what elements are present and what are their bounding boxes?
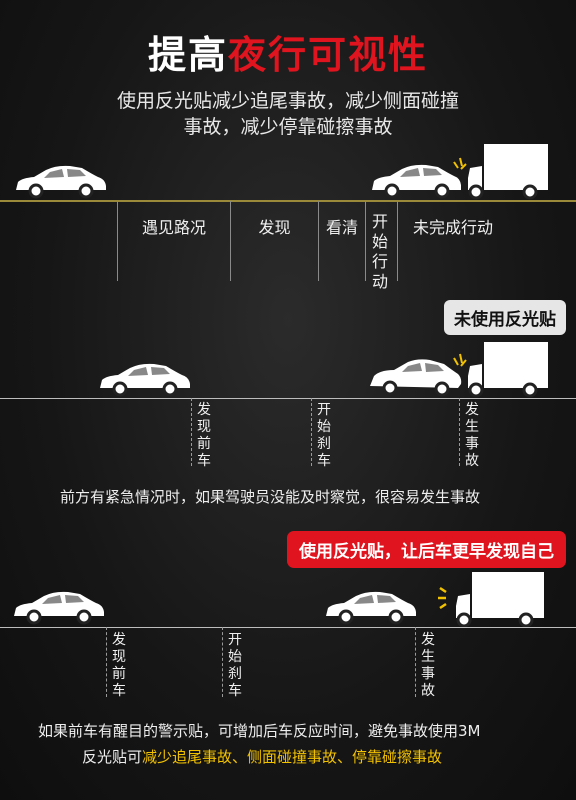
mark-label-vertical: 发生事故 — [465, 402, 479, 469]
timeline-divider — [397, 201, 398, 281]
timeline-divider — [365, 201, 366, 281]
dashed-marker — [311, 398, 313, 466]
dashed-marker — [415, 627, 417, 697]
road-line-2 — [0, 398, 576, 399]
mark-label-vertical: 发现前车 — [197, 402, 211, 469]
truck-reflective-icon — [438, 572, 544, 628]
dashed-marker — [191, 398, 193, 466]
dashed-marker — [459, 398, 461, 466]
mark-label-vertical: 开始刹车 — [317, 402, 331, 469]
caption-prefix: 反光贴可 — [82, 748, 143, 766]
car-icon — [14, 591, 104, 625]
road-line-1 — [0, 200, 576, 202]
stage-label: 遇见路况 — [141, 218, 206, 237]
timeline-divider — [230, 201, 231, 281]
car-icon — [16, 165, 106, 199]
timeline-divider — [318, 201, 319, 281]
no-reflective-caption: 前方有紧急情况时，如果驾驶员没能及时察觉，很容易发生事故 — [60, 488, 481, 506]
mark-label-vertical: 发现前车 — [112, 632, 126, 699]
stage-label: 未完成行动 — [412, 218, 493, 237]
road-line-3 — [0, 627, 576, 628]
crash-car-truck-icon — [370, 342, 548, 398]
car-icon — [100, 363, 190, 397]
page-title: 提高夜行可视性 — [0, 24, 576, 79]
stage-label-vertical: 开始行动 — [371, 212, 388, 291]
reflective-badge: 使用反光贴，让后车更早发现自己 — [287, 531, 566, 568]
subtitle-line2: 事故，减少停靠碰擦事故 — [183, 116, 393, 138]
caption-highlight: 减少追尾事故、侧面碰撞事故、停靠碰擦事故 — [142, 748, 443, 766]
title-red: 夜行可视性 — [228, 33, 429, 77]
stage-label: 看清 — [325, 218, 358, 237]
title-white: 提高 — [147, 33, 228, 77]
dashed-marker — [222, 627, 224, 697]
no-reflective-badge: 未使用反光贴 — [444, 300, 566, 335]
crash-car-truck-icon — [372, 144, 548, 200]
mark-label-vertical: 开始刹车 — [228, 632, 242, 699]
dashed-marker — [106, 627, 108, 697]
car-icon — [326, 591, 416, 625]
mark-label-vertical: 发生事故 — [421, 632, 435, 699]
reflective-caption-line1: 如果前车有醒目的警示贴，可增加后车反应时间，避免事故使用3M — [38, 722, 481, 740]
timeline-divider — [117, 201, 118, 281]
stage-label: 发现 — [258, 218, 291, 237]
subtitle-line1: 使用反光贴减少追尾事故，减少侧面碰撞 — [116, 90, 459, 112]
reflective-caption-line2: 反光贴可减少追尾事故、侧面碰撞事故、停靠碰擦事故 — [82, 746, 442, 767]
